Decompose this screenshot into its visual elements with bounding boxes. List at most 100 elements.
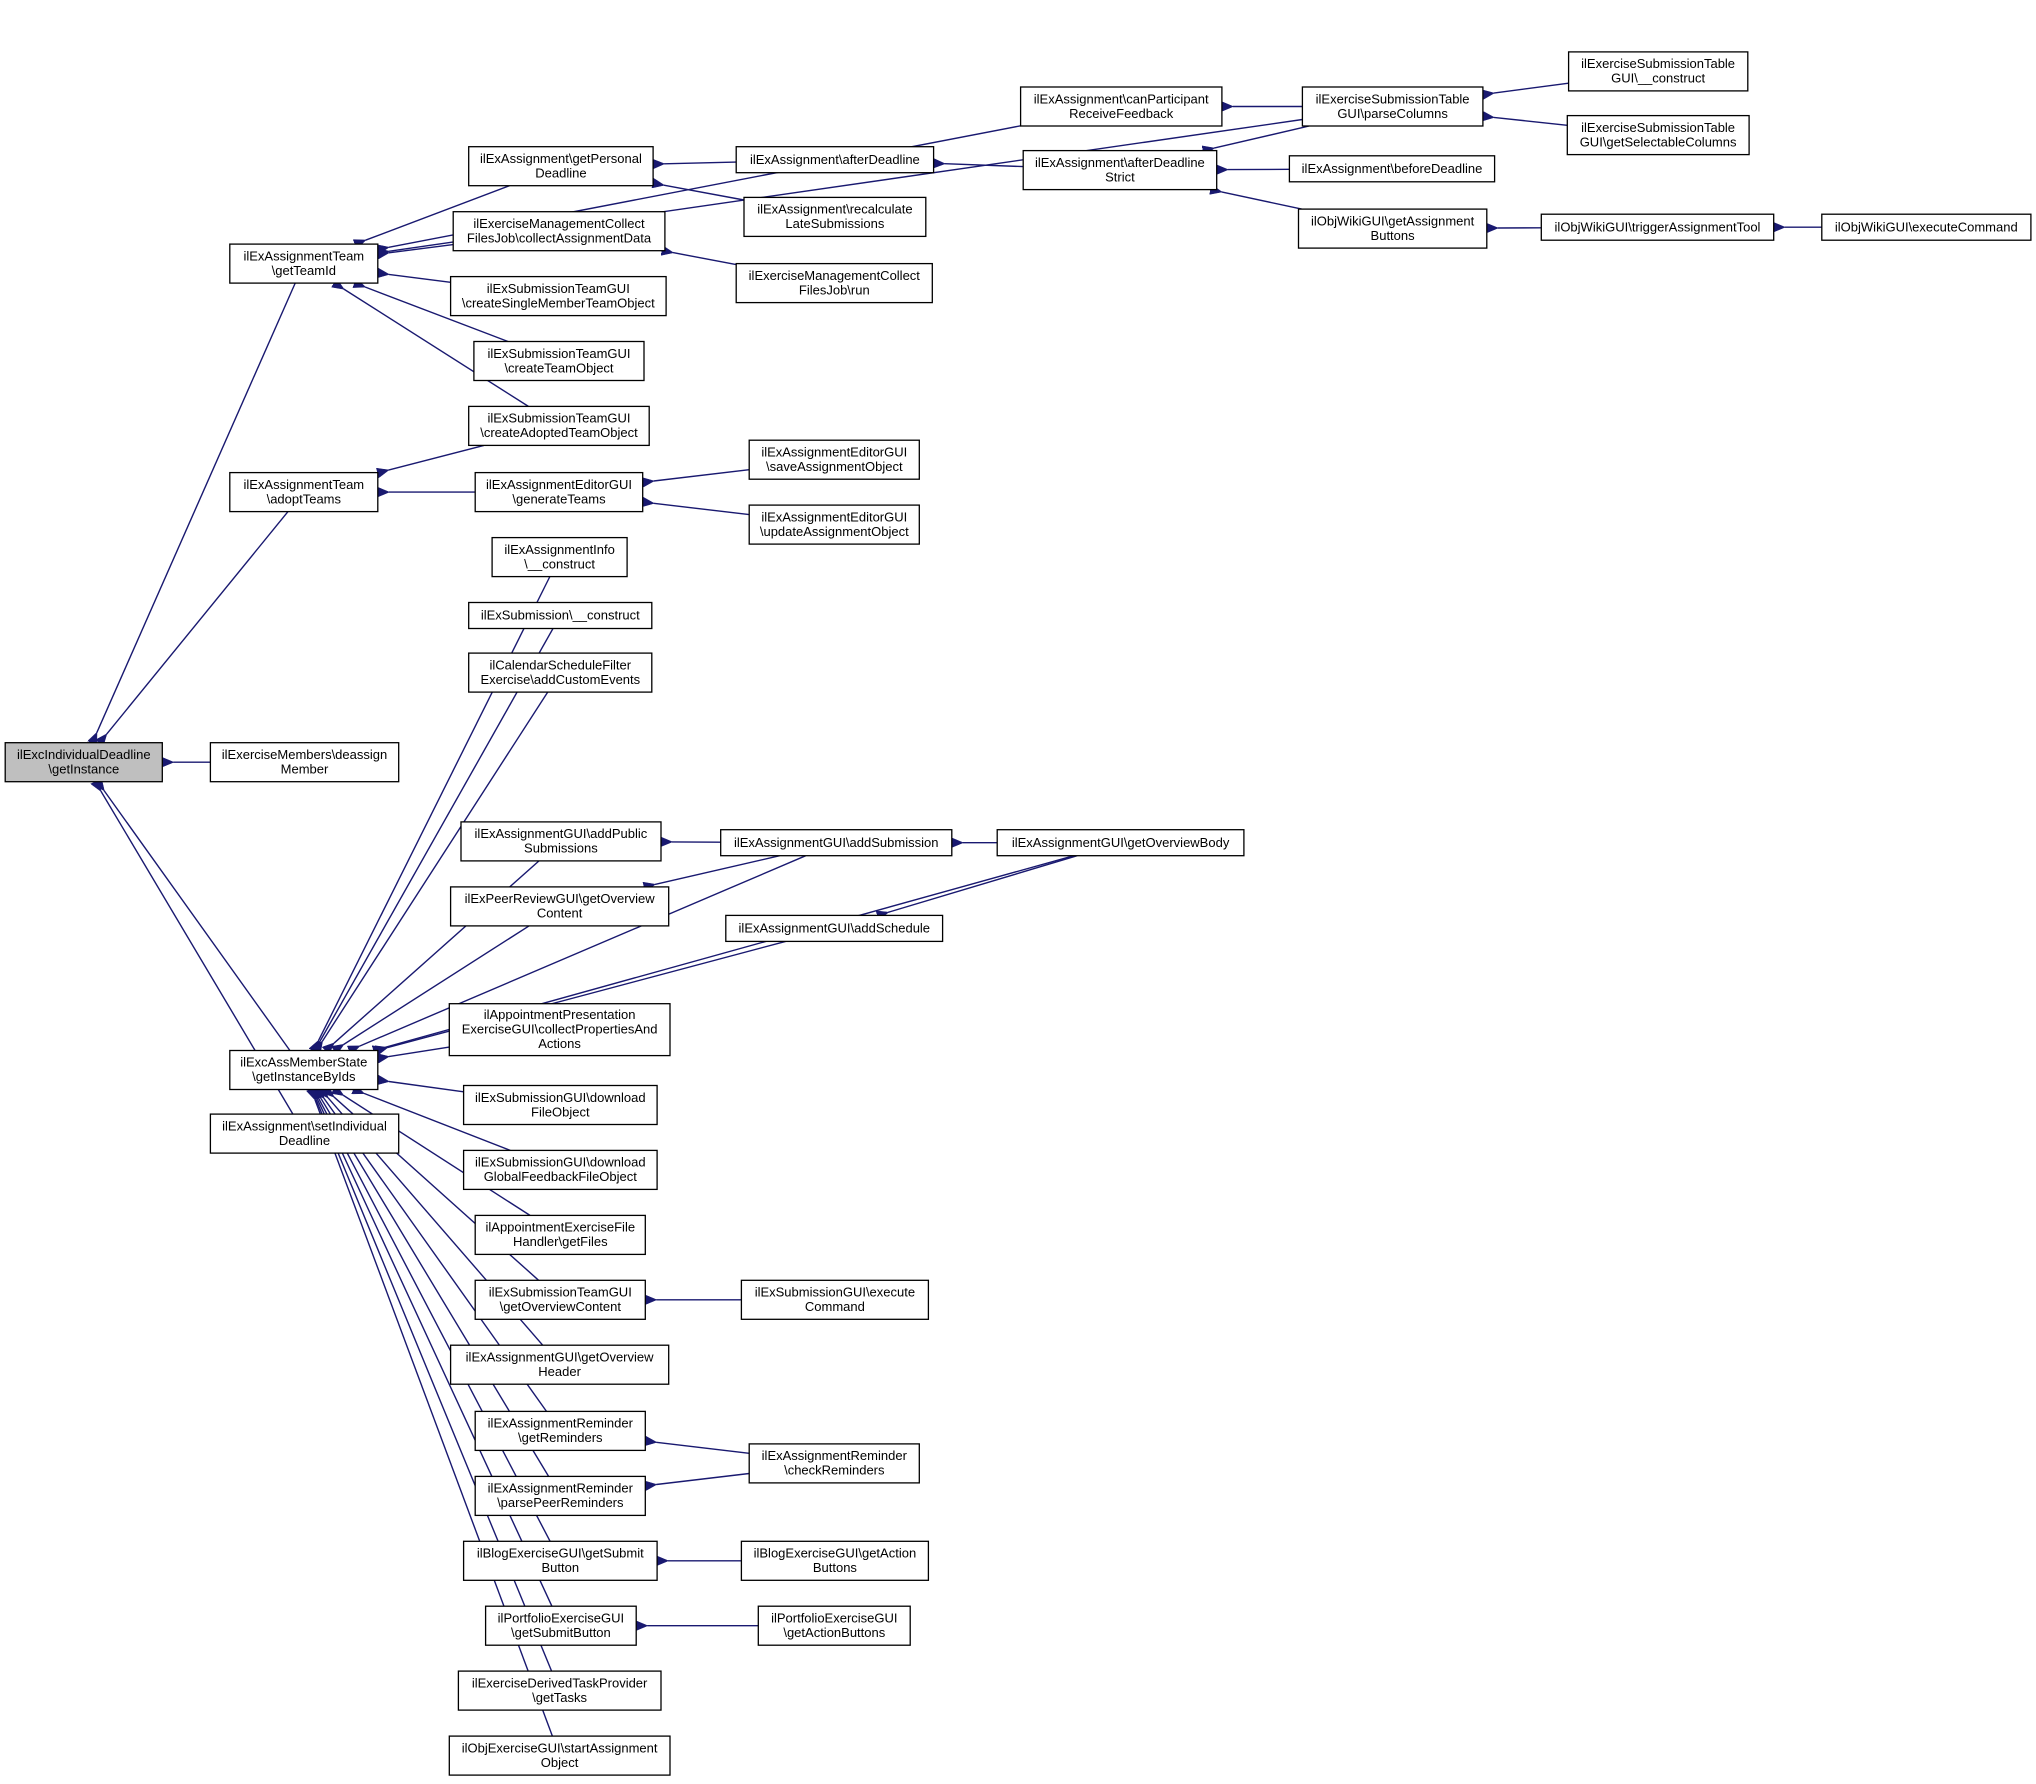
graph-node-n48[interactable]: ilExerciseSubmissionTableGUI\getSelectab… bbox=[1566, 114, 1750, 156]
node-label-line: ilExPeerReviewGUI\getOverview bbox=[465, 891, 656, 906]
node-box bbox=[448, 1003, 671, 1057]
graph-node-n25[interactable]: ilExAssignmentReminder\parsePeerReminder… bbox=[474, 1475, 646, 1517]
graph-node-n38[interactable]: ilExSubmissionGUI\executeCommand bbox=[740, 1279, 930, 1320]
graph-node-n43[interactable]: ilExAssignmentGUI\getOverviewBody bbox=[996, 829, 1245, 857]
graph-node-n35[interactable]: ilExAssignmentEditorGUI\updateAssignment… bbox=[748, 504, 920, 545]
graph-node-n18[interactable]: ilAppointmentPresentationExerciseGUI\col… bbox=[448, 1003, 671, 1057]
node-box bbox=[448, 1735, 671, 1776]
node-label-line: ilExAssignmentReminder bbox=[488, 1416, 634, 1431]
node-box bbox=[474, 1475, 646, 1517]
node-label-line: ilBlogExerciseGUI\getSubmit bbox=[477, 1546, 644, 1561]
node-box bbox=[1301, 86, 1484, 127]
graph-node-n45[interactable]: ilExAssignment\beforeDeadline bbox=[1288, 155, 1496, 183]
node-label-line: ilExSubmissionTeamGUI bbox=[487, 346, 630, 361]
edge-n17-to-n5 bbox=[344, 925, 530, 1045]
node-label-line: ilObjWikiGUI\executeCommand bbox=[1835, 219, 2018, 234]
node-label-line: ilExAssignmentReminder bbox=[488, 1481, 634, 1496]
graph-node-n1[interactable]: ilExcIndividualDeadline\getInstance bbox=[4, 742, 163, 783]
edge-n19-to-n5 bbox=[389, 1082, 464, 1093]
graph-node-n15[interactable]: ilCalendarScheduleFilterExercise\addCust… bbox=[468, 652, 653, 693]
node-label-line: ilExcAssMemberState bbox=[240, 1055, 367, 1070]
node-box bbox=[452, 211, 666, 252]
edge-n34-to-n12 bbox=[654, 469, 750, 481]
graph-node-n2[interactable]: ilExAssignmentTeam\getTeamId bbox=[229, 243, 379, 284]
graph-node-n14[interactable]: ilExSubmission\__construct bbox=[468, 601, 653, 630]
node-label-line: \checkReminders bbox=[784, 1463, 885, 1478]
node-label-line: ilPortfolioExerciseGUI bbox=[771, 1611, 897, 1626]
graph-node-n28[interactable]: ilExerciseDerivedTaskProvider\getTasks bbox=[457, 1670, 662, 1711]
node-label-line: \createTeamObject bbox=[504, 360, 613, 375]
node-box bbox=[468, 405, 650, 447]
edge-n33-to-n8 bbox=[673, 253, 737, 266]
graph-node-n3[interactable]: ilExAssignmentTeam\adoptTeams bbox=[229, 471, 379, 513]
node-label-line: ilExSubmission\__construct bbox=[481, 608, 640, 623]
graph-node-n32[interactable]: ilExAssignment\recalculateLateSubmission… bbox=[743, 196, 927, 238]
node-label-line: ilExAssignmentReminder bbox=[762, 1448, 908, 1463]
node-box bbox=[740, 1279, 930, 1320]
graph-node-n27[interactable]: ilPortfolioExerciseGUI\getSubmitButton bbox=[484, 1605, 637, 1646]
edge-n11-to-n3 bbox=[389, 444, 485, 470]
graph-node-n5[interactable]: ilExcAssMemberState\getInstanceByIds bbox=[229, 1049, 379, 1091]
graph-node-n22[interactable]: ilExSubmissionTeamGUI\getOverviewContent bbox=[474, 1279, 646, 1320]
node-label-line: Submissions bbox=[524, 841, 598, 856]
graph-node-n8[interactable]: ilExerciseManagementCollectFilesJob\coll… bbox=[452, 211, 666, 252]
node-label-line: GUI\getSelectableColumns bbox=[1580, 134, 1737, 149]
graph-node-n30[interactable]: ilExAssignment\canParticipantReceiveFeed… bbox=[1019, 86, 1223, 127]
edge-n36-to-n5 bbox=[360, 855, 807, 1046]
node-label-line: Strict bbox=[1105, 169, 1135, 184]
graph-node-n24[interactable]: ilExAssignmentReminder\getReminders bbox=[474, 1410, 646, 1452]
node-label-line: \getOverviewContent bbox=[500, 1299, 622, 1314]
node-label-line: ilExerciseManagementCollect bbox=[473, 216, 645, 231]
node-box bbox=[474, 471, 644, 513]
graph-node-n21[interactable]: ilAppointmentExerciseFileHandler\getFile… bbox=[474, 1214, 646, 1256]
node-label-line: ilExSubmissionGUI\execute bbox=[755, 1285, 915, 1300]
graph-node-n12[interactable]: ilExAssignmentEditorGUI\generateTeams bbox=[474, 471, 644, 513]
edge-n2-to-n1 bbox=[97, 282, 296, 733]
graph-node-n20[interactable]: ilExSubmissionGUI\downloadGlobalFeedback… bbox=[462, 1149, 658, 1191]
graph-node-n34[interactable]: ilExAssignmentEditorGUI\saveAssignmentOb… bbox=[748, 439, 920, 480]
graph-node-n41[interactable]: ilPortfolioExerciseGUI\getActionButtons bbox=[757, 1605, 911, 1646]
graph-node-n37[interactable]: ilExAssignmentGUI\addSchedule bbox=[725, 914, 944, 943]
node-label-line: ilExAssignment\getPersonal bbox=[480, 151, 642, 166]
graph-node-n44[interactable]: ilExerciseSubmissionTableGUI\parseColumn… bbox=[1301, 86, 1484, 127]
node-box bbox=[468, 652, 653, 693]
graph-node-n39[interactable]: ilExAssignmentReminder\checkReminders bbox=[748, 1443, 920, 1484]
node-box bbox=[474, 1214, 646, 1256]
graph-node-n36[interactable]: ilExAssignmentGUI\addSubmission bbox=[720, 829, 953, 857]
node-label-line: \saveAssignmentObject bbox=[766, 459, 903, 474]
graph-node-n10[interactable]: ilExSubmissionTeamGUI\createTeamObject bbox=[473, 340, 645, 382]
graph-node-n13[interactable]: ilExAssignmentInfo\__construct bbox=[491, 536, 628, 578]
node-label-line: Buttons bbox=[813, 1560, 858, 1575]
graph-node-n50[interactable]: ilObjWikiGUI\executeCommand bbox=[1821, 213, 2032, 241]
node-label-line: \getReminders bbox=[518, 1430, 603, 1445]
node-label-line: ReceiveFeedback bbox=[1069, 106, 1174, 121]
graph-node-n11[interactable]: ilExSubmissionTeamGUI\createAdoptedTeamO… bbox=[468, 405, 650, 447]
graph-node-n31[interactable]: ilExAssignment\afterDeadline bbox=[735, 146, 935, 174]
node-label-line: ilExAssignmentEditorGUI bbox=[761, 509, 907, 524]
graph-node-n17[interactable]: ilExPeerReviewGUI\getOverviewContent bbox=[449, 886, 670, 927]
node-label-line: Deadline bbox=[279, 1133, 330, 1148]
node-box bbox=[748, 439, 920, 480]
edge-n32-to-n7 bbox=[664, 185, 745, 201]
node-label-line: ilExAssignmentTeam bbox=[243, 248, 364, 263]
node-label-line: ilObjExerciseGUI\startAssignment bbox=[462, 1740, 658, 1755]
node-box bbox=[462, 1084, 658, 1126]
edge-n5-to-n1 bbox=[104, 791, 291, 1051]
graph-node-n49[interactable]: ilObjWikiGUI\triggerAssignmentTool bbox=[1540, 213, 1775, 241]
graph-node-n26[interactable]: ilBlogExerciseGUI\getSubmitButton bbox=[462, 1540, 658, 1581]
node-label-line: ilExerciseMembers\deassign bbox=[222, 747, 387, 762]
graph-node-n9[interactable]: ilExSubmissionTeamGUI\createSingleMember… bbox=[449, 275, 667, 317]
node-label-line: \getInstanceByIds bbox=[252, 1069, 356, 1084]
graph-node-n40[interactable]: ilBlogExerciseGUI\getActionButtons bbox=[740, 1540, 930, 1581]
